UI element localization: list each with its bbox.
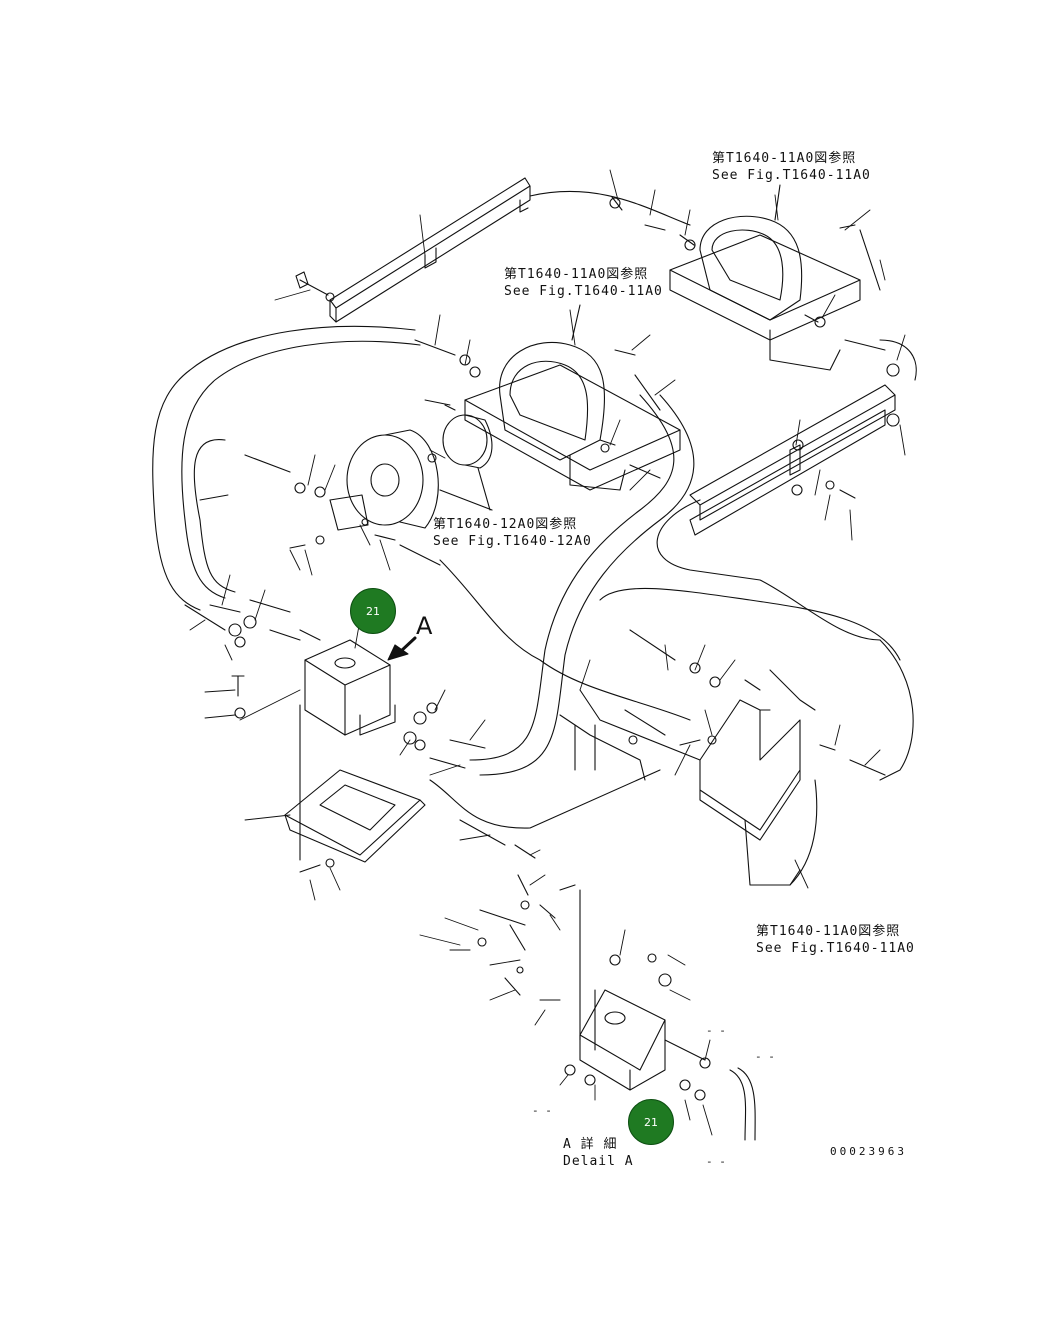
reference-jp: 第T1640-11A0図参照 [756,924,901,939]
reference-note-1: 第T1640-11A0図参照 See Fig.T1640-11A0 [712,150,871,184]
fittings [184,196,900,1101]
bearing-block-upper [669,215,861,371]
part-callout-21[interactable]: 21 [350,588,396,634]
drawing-number: 00023963 [830,1145,907,1158]
valve-block-detail [559,884,666,1091]
detail-en: Delail A [563,1154,634,1169]
reference-jp: 第T1640-11A0図参照 [504,267,649,282]
part-callout-21-detail[interactable]: 21 [628,1099,674,1145]
view-direction-arrow [387,636,417,661]
reference-note-4: 第T1640-11A0図参照 See Fig.T1640-11A0 [756,923,915,957]
mounting-bracket [559,669,818,886]
reference-jp: 第T1640-12A0図参照 [433,517,578,532]
detail-caption: A 詳 細 Delail A [563,1136,634,1170]
reference-note-3: 第T1640-12A0図参照 See Fig.T1640-12A0 [433,516,592,550]
leader-lines [189,169,906,1136]
view-letter: A [416,612,433,640]
reference-en: See Fig.T1640-11A0 [756,941,915,956]
motor-hub-assembly [329,414,493,531]
upper-rail-bar [329,177,531,323]
dash-label: - - [755,1050,775,1063]
reference-jp: 第T1640-11A0図参照 [712,151,857,166]
detail-jp: A 詳 細 [563,1137,618,1152]
dash-label: - - [706,1155,726,1168]
right-rail-bar [689,384,896,536]
reference-en: See Fig.T1640-11A0 [504,284,663,299]
bearing-block-middle [464,341,681,491]
dash-label: - - [532,1104,552,1117]
valve-block-main [299,639,396,861]
drain-tray [284,769,426,863]
reference-en: See Fig.T1640-12A0 [433,534,592,549]
hose-lines [152,190,917,1141]
dash-label: - - [706,1024,726,1037]
reference-en: See Fig.T1640-11A0 [712,168,871,183]
reference-arrows [439,184,801,886]
reference-note-2: 第T1640-11A0図参照 See Fig.T1640-11A0 [504,266,663,300]
